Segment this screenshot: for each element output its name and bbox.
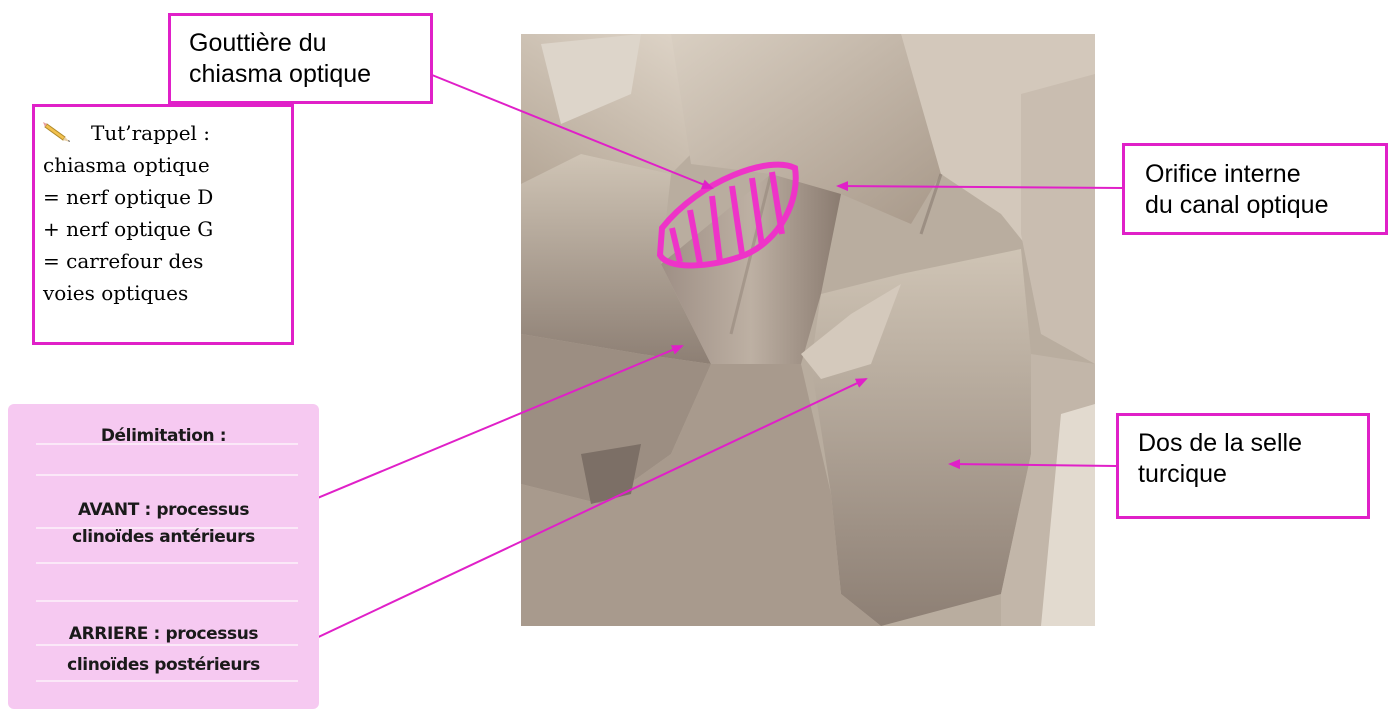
callout-gouttiere-line2: chiasma optique	[189, 59, 430, 90]
avant-line1: AVANT : processus	[8, 500, 319, 520]
rappel-line-2: = nerf optique D	[43, 181, 291, 213]
callout-dos-line1: Dos de la selle	[1138, 428, 1367, 459]
note-rule	[36, 474, 298, 476]
arriere-line2: clinoïdes postérieurs	[8, 655, 319, 675]
rappel-line-1: chiasma optique	[43, 149, 291, 181]
delimitation-note: Délimitation : AVANT : processus clinoïd…	[8, 404, 319, 709]
avant-line2: clinoïdes antérieurs	[8, 527, 319, 547]
callout-tut-rappel: Tut’rappel : chiasma optique = nerf opti…	[32, 104, 294, 345]
callout-gouttiere-chiasma: Gouttière du chiasma optique	[168, 13, 433, 104]
callout-orifice-canal-optique: Orifice interne du canal optique	[1122, 143, 1388, 235]
skull-base-photo	[521, 34, 1095, 626]
note-rule	[36, 562, 298, 564]
rappel-title: Tut’rappel :	[91, 121, 210, 145]
rappel-line-4: = carrefour des	[43, 245, 291, 277]
callout-gouttiere-line1: Gouttière du	[189, 28, 430, 59]
callout-dos-line2: turcique	[1138, 459, 1367, 490]
rappel-line-0: Tut’rappel :	[43, 117, 291, 149]
callout-dos-selle-turcique: Dos de la selle turcique	[1116, 413, 1370, 519]
arriere-line1: ARRIERE : processus	[8, 624, 319, 644]
note-rule	[36, 680, 298, 682]
note-rule	[36, 600, 298, 602]
pencil-icon	[43, 121, 73, 143]
note-rule	[36, 644, 298, 646]
rappel-line-5: voies optiques	[43, 277, 291, 309]
callout-orifice-line1: Orifice interne	[1145, 159, 1385, 190]
rappel-line-3: + nerf optique G	[43, 213, 291, 245]
callout-orifice-line2: du canal optique	[1145, 190, 1385, 221]
note-rule	[36, 443, 298, 445]
